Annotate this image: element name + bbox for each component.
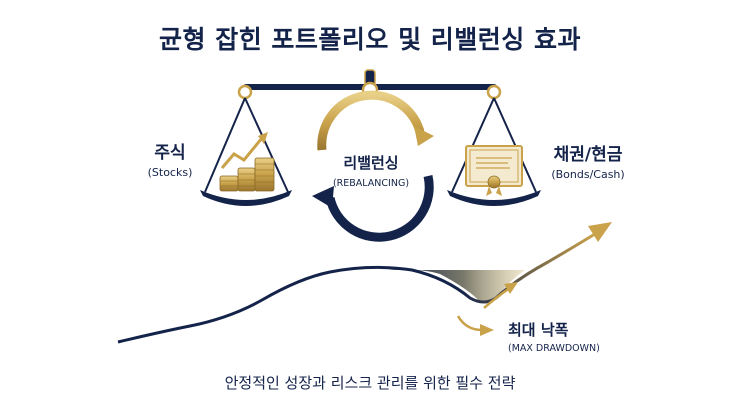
- drawdown-label: 최대 낙폭: [508, 321, 569, 339]
- right-pan-sublabel: (Bonds/Cash): [551, 168, 624, 181]
- trend-arrow-icon: [220, 132, 268, 169]
- page-title: 균형 잡힌 포트폴리오 및 리밸런싱 효과: [158, 25, 582, 54]
- growth-line: [117, 232, 596, 344]
- drawdown-sublabel: (MAX DRAWDOWN): [508, 343, 600, 354]
- certificate-icon: [465, 145, 523, 196]
- rebalance-cycle-icon: [312, 90, 434, 242]
- footer-caption: 안정적인 성장과 리스크 관리를 위한 필수 전략: [224, 374, 516, 392]
- right-pan: [447, 97, 541, 206]
- growth-chart: [117, 222, 612, 344]
- growth-arrow-icon: [588, 222, 612, 242]
- coins-icon: [219, 157, 275, 192]
- left-pan-label: 주식: [154, 143, 185, 163]
- right-pan-label: 채권/현금: [554, 145, 623, 165]
- left-pan-sublabel: (Stocks): [148, 166, 193, 179]
- drawdown-arrow: [456, 315, 483, 332]
- left-pan: [200, 97, 292, 206]
- drawdown-area: [388, 269, 525, 304]
- center-sublabel: (REBALANCING): [333, 178, 409, 189]
- center-label: 리밸런싱: [343, 154, 398, 172]
